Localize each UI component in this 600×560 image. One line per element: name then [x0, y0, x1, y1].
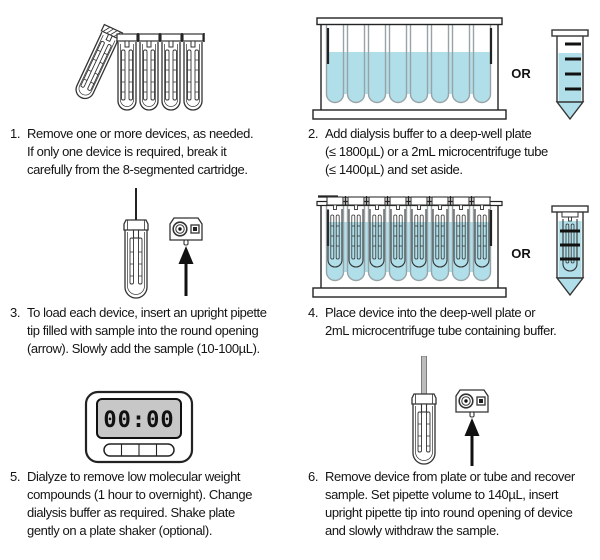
cartridge-devices [116, 33, 204, 111]
graduation-marks [560, 229, 580, 261]
broken-off-device-icon [71, 23, 124, 103]
graduation-marks [565, 42, 581, 91]
timer-icon: 00:00 [84, 390, 194, 464]
dialysis-device-icon [123, 219, 149, 299]
deep-well-plate-with-devices-icon [312, 195, 507, 298]
step-text: Dialyze to remove low molecular weight c… [27, 469, 253, 538]
pipette-tip-icon [421, 356, 427, 396]
step-4: 4. Place device into the deep-well plate… [308, 304, 598, 340]
strip-break-lines [344, 196, 473, 205]
cartridge-break-lines [137, 33, 205, 42]
device-loading-illustration [123, 188, 203, 299]
buffer-fill [326, 222, 491, 281]
buffer-fill [326, 52, 491, 103]
step-text: Remove device from plate or tube and rec… [325, 469, 575, 538]
square-vent-icon [476, 396, 486, 406]
step-5: 5. Dialyze to remove low molecular weigh… [10, 468, 300, 540]
step-number: 6. [308, 469, 319, 484]
step-text: To load each device, insert an upright p… [27, 305, 267, 356]
step-6: 6. Remove device from plate or tube and … [308, 468, 598, 540]
timer-illustration: 00:00 [84, 390, 194, 464]
step-text: Place device into the deep-well plate or… [325, 305, 557, 338]
step-3: 3. To load each device, insert an uprigh… [10, 304, 300, 358]
step-number: 5. [10, 469, 21, 484]
sample-recovery-illustration [411, 356, 489, 466]
round-opening-icon [172, 221, 188, 237]
step-2: 2. Add dialysis buffer to a deep-well pl… [308, 125, 598, 179]
pipette-tip-icon [135, 188, 137, 221]
cap-top-view-icon [169, 217, 203, 246]
buffer-plate-and-tube-illustration: OR [312, 17, 589, 121]
or-label: OR [511, 246, 531, 261]
up-arrow-icon [178, 246, 194, 296]
deep-well-plate-icon [312, 17, 507, 120]
dialysis-cartridge-illustration [71, 23, 205, 111]
round-opening-icon [458, 393, 474, 409]
step-text: Remove one or more devices, as needed. I… [27, 126, 254, 177]
or-label: OR [511, 66, 531, 81]
microcentrifuge-tube-icon [551, 29, 589, 121]
timer-display: 00:00 [103, 408, 174, 433]
dialysis-device-icon [411, 393, 437, 465]
step-number: 1. [10, 126, 21, 141]
devices-in-buffer-illustration: OR [312, 195, 589, 298]
step-1: 1. Remove one or more devices, as needed… [10, 125, 300, 179]
square-vent-icon [190, 224, 200, 234]
cap-top-view-icon [455, 389, 489, 418]
step-number: 2. [308, 126, 319, 141]
step-text: Add dialysis buffer to a deep-well plate… [325, 126, 548, 177]
step-number: 4. [308, 305, 319, 320]
tube-with-device-icon [551, 205, 589, 297]
up-arrow-icon [464, 418, 480, 466]
step-number: 3. [10, 305, 21, 320]
timer-buttons [103, 443, 175, 457]
